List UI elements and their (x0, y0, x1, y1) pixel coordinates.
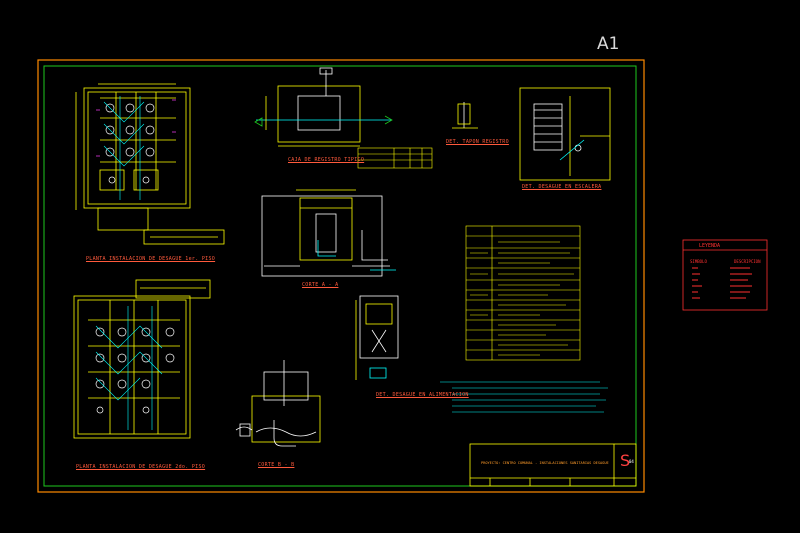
section-a-a (261, 189, 396, 277)
title-block (469, 443, 637, 487)
inner-border (43, 65, 637, 487)
sheet-size-label: A1 (597, 34, 620, 54)
plan-lower-fixtures (95, 327, 175, 414)
register-plan (254, 67, 393, 147)
side-legend-col-left: SIMBOLO (690, 259, 707, 264)
plan-lower (73, 279, 211, 439)
side-legend-title: LEYENDA (699, 243, 721, 249)
title-stair-detail: DET. DESAGUE EN ESCALERA (522, 184, 602, 190)
title-plan-upper: PLANTA INSTALACION DE DESAGUE 1er. PISO (86, 256, 216, 262)
side-legend-rows (692, 267, 752, 299)
sheet-code: S (620, 451, 631, 470)
title-section-a: CORTE A - A (302, 282, 339, 288)
title-block-project: PROYECTO: CENTRO COMUNAL - INSTALACIONES… (481, 461, 609, 465)
plan-upper-fixtures (105, 103, 155, 184)
notes-block (440, 381, 608, 413)
plan-upper (75, 83, 225, 245)
section-b-b (235, 360, 321, 447)
side-legend-box (682, 239, 768, 311)
title-trap-detail: DET. TAPON REGISTRO (446, 139, 509, 145)
outer-border (37, 59, 645, 493)
plan-upper-magenta (96, 99, 176, 157)
plan-upper-pipes (103, 96, 145, 200)
title-plan-lower: PLANTA INSTALACION DE DESAGUE 2do. PISO (76, 464, 206, 470)
pipe-detail (452, 102, 478, 129)
side-legend-col-right: DESCRIPCION (734, 259, 761, 264)
feed-detail (355, 295, 399, 380)
plan-lower-pipes (95, 306, 163, 430)
stair-detail (519, 87, 611, 181)
main-legend-text-lines (470, 241, 574, 356)
sheet-number: 04 (629, 459, 634, 464)
main-legend-table (465, 225, 581, 361)
title-feed-detail: DET. DESAGUE EN ALIMENTACION (376, 392, 469, 398)
title-register-plan: CAJA DE REGISTRO TIPICO (288, 157, 365, 163)
small-schedule-table (357, 147, 433, 169)
title-section-b: CORTE B - B (258, 462, 295, 468)
